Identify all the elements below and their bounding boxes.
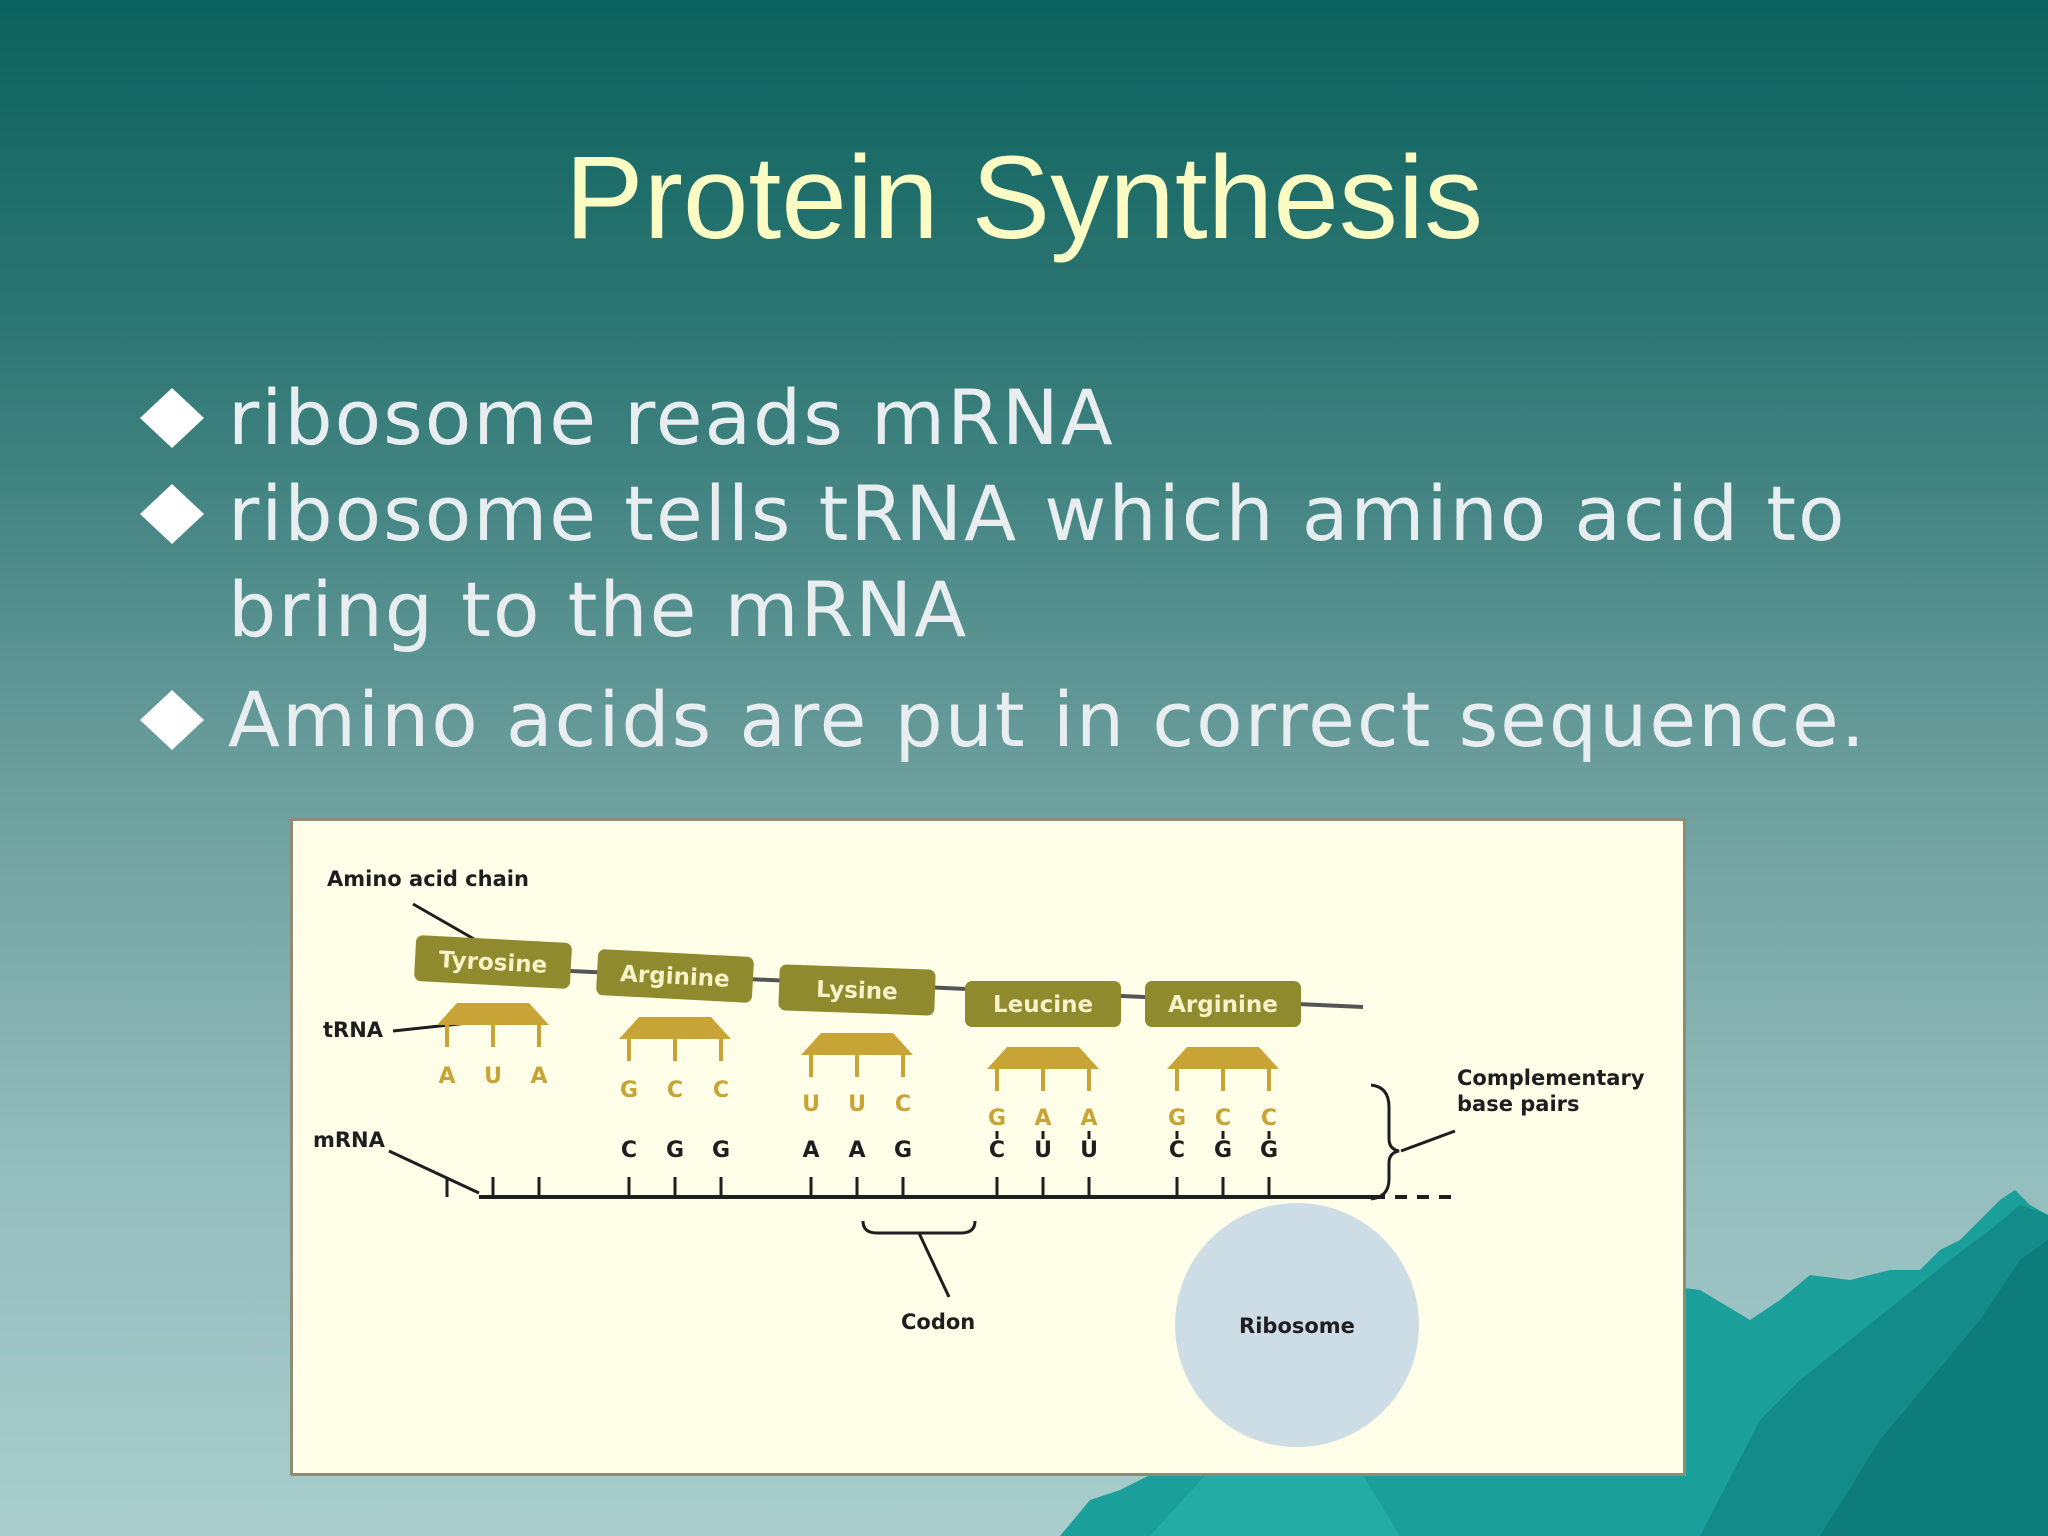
trna-shape [619,1017,731,1039]
diamond-bullet-icon [140,388,204,448]
codon-pointer [917,1232,951,1298]
complementary-pointer [1400,1129,1456,1153]
anticodon-base: U [802,1092,820,1117]
mrna-base: C [621,1138,637,1163]
mrna-base: G [666,1138,684,1163]
bullet-text: ribosome reads mRNA [228,373,1115,462]
mrna-base: C [989,1138,1005,1163]
mrna-base: A [848,1138,865,1163]
bullet-list: ribosome reads mRNA ribosome tells tRNA … [140,370,1940,768]
amino-acid-label: Arginine [619,961,730,993]
bullet-text-continued: bring to the mRNA [228,565,969,654]
trna-shape [437,1003,549,1025]
trna-shape [801,1033,913,1055]
anticodon-base: U [484,1064,502,1089]
amino-acid-box [596,949,754,1003]
complementary-brace [1370,1083,1400,1201]
anticodon-base: C [1215,1106,1231,1131]
amino-acid-box [778,964,936,1016]
anticodon-base: G [988,1106,1006,1131]
trna-shape [1167,1047,1279,1069]
anticodon-base: C [895,1092,911,1117]
amino-acid-box [1145,981,1301,1027]
anticodon-base: G [620,1078,638,1103]
mrna-label: mRNA [313,1128,386,1152]
mrna-base: G [1214,1138,1232,1163]
bullet-text: ribosome tells tRNA which amino acid to [228,469,1847,558]
codon-bracket [861,1220,977,1235]
bullet-text: Amino acids are put in correct sequence. [228,675,1867,764]
amino-acid-box [965,981,1121,1027]
bullet-item: ribosome reads mRNA [140,370,1940,466]
anticodon-base: G [1168,1106,1186,1131]
amino-acid-label: Lysine [816,977,898,1006]
mrna-base: G [1260,1138,1278,1163]
amino-acid-chain-pointer [412,902,482,945]
mrna-base: G [894,1138,912,1163]
mrna-base: U [1080,1138,1098,1163]
amino-acid-label: Leucine [993,992,1093,1018]
mrna-base: A [802,1138,819,1163]
bullet-item: Amino acids are put in correct sequence. [140,672,1940,768]
diamond-bullet-icon [140,484,204,544]
complementary-label-line1: Complementary [1457,1066,1645,1090]
anticodon-base: A [530,1064,547,1089]
anticodon-base: U [848,1092,866,1117]
slide-title: Protein Synthesis [564,132,1484,264]
anticodon-base: C [667,1078,683,1103]
mrna-base: C [1169,1138,1185,1163]
anticodon-base: A [1034,1106,1051,1131]
ribosome-label: Ribosome [1239,1314,1355,1338]
diagram-canvas: Amino acid chain tRNA mRNA Codon Complem… [313,867,1645,1447]
anticodon-base: C [1261,1106,1277,1131]
bullet-item: ribosome tells tRNA which amino acid to … [140,466,1940,658]
mrna-base: G [712,1138,730,1163]
diamond-bullet-icon [140,690,204,750]
anticodon-base: A [438,1064,455,1089]
codon-label: Codon [901,1310,975,1334]
amino-acid-label: Tyrosine [438,947,548,979]
mrna-pointer [388,1149,480,1195]
mrna-base: U [1034,1138,1052,1163]
anticodon-base: C [713,1078,729,1103]
anticodon-base: A [1080,1106,1097,1131]
amino-acid-box [414,935,572,989]
trna-label: tRNA [323,1018,384,1042]
trna-shape [987,1047,1099,1069]
amino-acid-chain-label: Amino acid chain [327,867,529,891]
protein-synthesis-diagram: Amino acid chain tRNA mRNA Codon Complem… [290,818,1686,1476]
amino-acid-label: Arginine [1168,992,1278,1018]
complementary-label-line2: base pairs [1457,1092,1580,1116]
ribosome-circle [1175,1203,1419,1447]
